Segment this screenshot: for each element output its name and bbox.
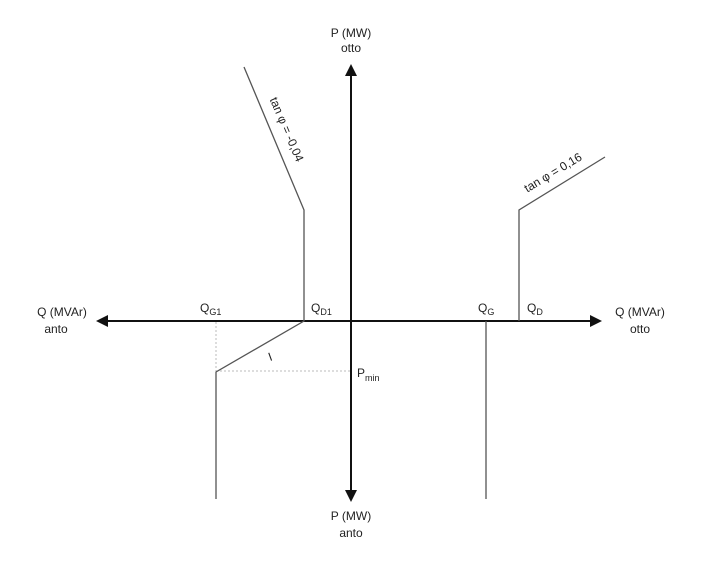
pmin-label-main: P: [357, 366, 365, 380]
pmin-label-sub: min: [365, 373, 380, 383]
qg1-label-main: Q: [200, 301, 209, 315]
q-axis: [96, 315, 602, 327]
qg-label-sub: G: [487, 307, 494, 317]
p-axis-top-label: P (MW): [331, 26, 371, 40]
left-characteristic-curve: [215, 66, 305, 499]
q-axis-left-label: Q (MVAr): [37, 305, 87, 319]
p-axis-bottom-sublabel: anto: [339, 526, 363, 540]
slope-marker-label: I: [266, 350, 274, 364]
q-axis-right-sublabel: otto: [630, 322, 650, 336]
p-axis-up-arrow: [345, 64, 357, 76]
qg-label: QG: [478, 301, 494, 317]
p-axis-down-arrow: [345, 490, 357, 502]
qd1-label: QD1: [311, 301, 332, 317]
q-axis-left-arrow: [96, 315, 108, 327]
qg1-label: QG1: [200, 301, 221, 317]
q-axis-left-sublabel: anto: [44, 322, 68, 336]
qg1-label-sub: G1: [209, 307, 221, 317]
qg-label-main: Q: [478, 301, 487, 315]
q-axis-right-label: Q (MVAr): [615, 305, 665, 319]
q-axis-right-arrow: [590, 315, 602, 327]
qd1-label-main: Q: [311, 301, 320, 315]
qd1-label-sub: D1: [320, 307, 332, 317]
pmin-label: Pmin: [357, 366, 380, 383]
qd-label-main: Q: [527, 301, 536, 315]
p-axis-bottom-label: P (MW): [331, 509, 371, 523]
p-axis-top-sublabel: otto: [341, 41, 361, 55]
p-axis: [345, 64, 357, 502]
right-characteristic-curve: [518, 156, 606, 321]
qd-label: QD: [527, 301, 543, 317]
qd-label-sub: D: [536, 307, 543, 317]
tan-phi-left-label: tan φ = -0,04: [267, 95, 307, 164]
